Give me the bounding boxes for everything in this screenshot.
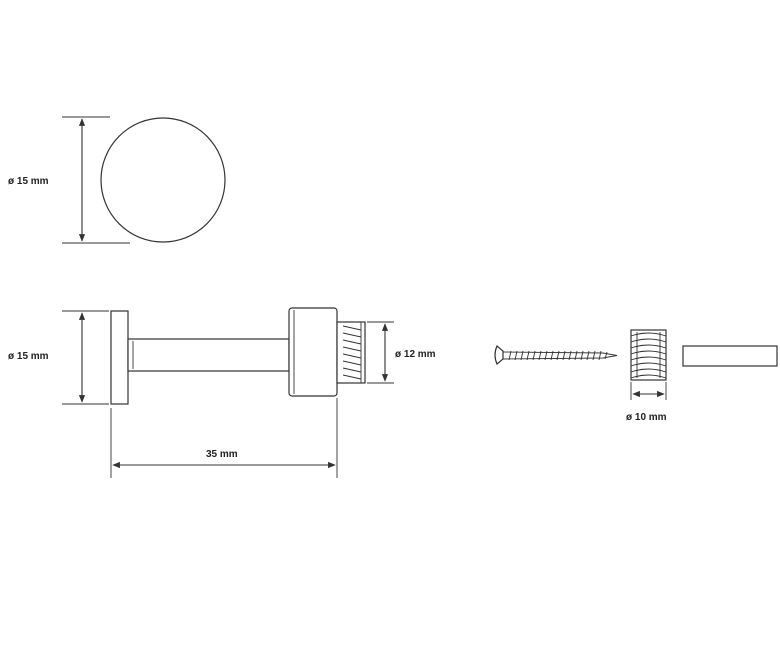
thread-diameter-label: ø 12 mm xyxy=(395,349,436,360)
threaded-stud xyxy=(336,321,366,384)
knob-face-circle xyxy=(100,117,226,243)
collar xyxy=(288,307,338,397)
anchor-thread-lines xyxy=(630,332,667,379)
screw xyxy=(494,345,618,365)
hook-side-view: ø 15 mm ø 12 mm 35 mm xyxy=(8,307,436,478)
length-label: 35 mm xyxy=(206,449,238,460)
top-diameter-label: ø 15 mm xyxy=(8,176,49,187)
screw-thread xyxy=(508,350,608,361)
mounting-hardware: ø 10 mm xyxy=(494,329,778,423)
side-diameter-label: ø 15 mm xyxy=(8,351,49,362)
wall-plug xyxy=(682,345,778,367)
head-disc xyxy=(110,310,129,405)
knob-top-view: ø 15 mm xyxy=(8,116,226,244)
shaft xyxy=(127,338,290,372)
thread-body xyxy=(336,321,366,384)
thread-lines xyxy=(342,325,362,380)
threaded-anchor xyxy=(630,329,667,381)
screw-head xyxy=(494,345,504,365)
anchor-diameter-label: ø 10 mm xyxy=(626,412,667,423)
anchor-body xyxy=(630,329,667,381)
